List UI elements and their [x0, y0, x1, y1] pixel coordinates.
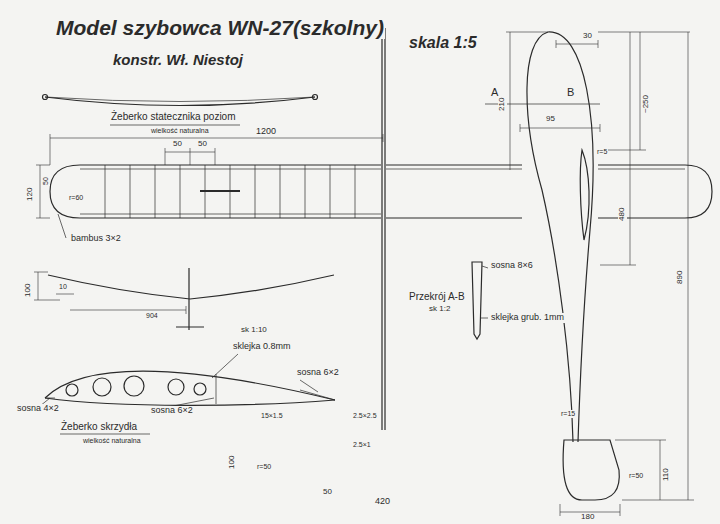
stab-rib [45, 97, 315, 106]
rib-end [313, 95, 318, 100]
wing-rib [45, 398, 335, 405]
wing-section [580, 150, 589, 240]
drawing-label: 50 [197, 140, 208, 149]
dimension-line [50, 134, 383, 165]
fin [563, 440, 619, 500]
leader-line [40, 354, 318, 409]
drawing-label: Żeberko skrzydła [60, 421, 138, 432]
drawing-label: sosna 6×2 [150, 406, 194, 416]
rib-spar [45, 374, 335, 404]
drawing-label: 50 [322, 488, 333, 497]
drawing-label: 50 [42, 176, 50, 186]
wing-rib [45, 371, 335, 400]
lightening-hole [66, 384, 78, 396]
drawing-label: 10 [58, 283, 68, 291]
fuselage-top [382, 28, 385, 430]
drawing-label: 120 [26, 187, 35, 202]
leader-line [60, 434, 150, 435]
leader-line [58, 214, 66, 238]
drawing-label: sk 1:2 [428, 305, 451, 314]
wing-ribs [105, 165, 355, 218]
lightening-hole [168, 379, 184, 395]
dimension-line [165, 148, 215, 165]
dimension-line [520, 124, 600, 132]
dimension-line [560, 32, 694, 516]
drawing-title: Model szybowca WN-27(szkolny) [55, 16, 385, 39]
drawing-label: sosna 8×6 [490, 261, 534, 271]
leader-line [480, 266, 488, 318]
drawing-label: 15×1.5 [260, 412, 284, 420]
drawing-label: B [566, 86, 575, 98]
drawing-label: wielkość naturalna [82, 437, 142, 445]
drawing-label: 210 [498, 97, 507, 112]
drawing-label: sklejka grub. 1mm [490, 313, 565, 323]
drawing-label: 904 [145, 312, 159, 320]
stab-rib [45, 97, 315, 102]
wing-sheet [200, 190, 240, 192]
drawing-label: bambus 3×2 [70, 234, 122, 244]
wing-outline [50, 165, 381, 218]
fuselage-side [548, 32, 593, 442]
dimension-line [36, 165, 50, 218]
drawing-label: 30 [582, 32, 593, 41]
drawing-label: r=5 [596, 148, 608, 156]
drawing-label: skala 1:5 [408, 34, 478, 52]
drawing-label: r=50 [256, 463, 272, 471]
drawing-label: sosna 4×2 [16, 404, 60, 414]
lightening-hole [194, 383, 206, 395]
lightening-hole [93, 378, 111, 396]
drawing-label: 180 [580, 513, 595, 522]
drawing-label: sosna 6×2 [296, 368, 340, 378]
drawing-label: 100 [228, 455, 237, 470]
wing-outline [386, 165, 712, 218]
lightening-hole [124, 376, 144, 396]
drawing-label: konstr. Wł. Niestoj [112, 52, 244, 69]
section-piece [472, 262, 482, 339]
dimension-line [506, 32, 598, 170]
front-view-fin [176, 268, 204, 330]
drawing-label: r=50 [628, 472, 644, 480]
drawing-label: 420 [374, 497, 391, 507]
drawing-label: 2.5×1 [352, 441, 372, 449]
drawing-label: 890 [676, 270, 685, 285]
drawing-label: r=60 [68, 194, 84, 202]
drawing-label: wielkość naturalna [150, 127, 210, 135]
dimension-line [34, 272, 186, 314]
drawing-label: 1200 [255, 127, 277, 137]
drawing-label: 95 [545, 115, 556, 124]
drawing-label: 480 [618, 207, 627, 222]
drawing-label: 110 [662, 467, 671, 482]
front-view-wing [48, 275, 334, 299]
dimension-line [598, 32, 690, 265]
leader-line [110, 125, 240, 126]
drawing-label: Przekrój A-B [408, 291, 466, 302]
drawing-label: ~250 [642, 94, 651, 114]
drawing-label: 2.5×2.5 [352, 412, 378, 420]
drawing-label: sk 1:10 [240, 326, 268, 335]
drawing-label: sklejka 0.8mm [232, 342, 292, 352]
drawing-label: 100 [24, 283, 33, 298]
rib-end [43, 95, 48, 100]
drawing-label: 50 [172, 140, 183, 149]
drawing-label: Żeberko statecznika poziom [110, 111, 237, 122]
drawing-label: r=15 [560, 410, 576, 418]
